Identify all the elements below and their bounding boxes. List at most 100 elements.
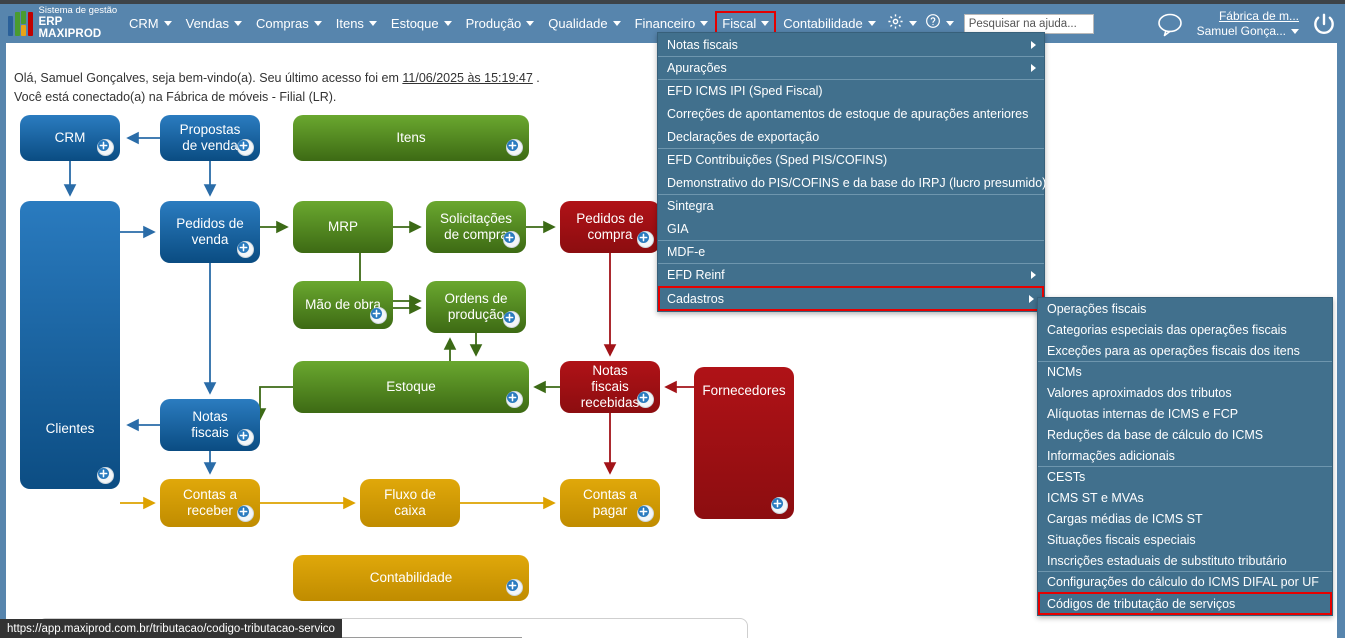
add-plus-icon[interactable] [637, 231, 654, 248]
search-input[interactable] [963, 13, 1094, 34]
cadastros-submenu-item-0[interactable]: Operações fiscais [1038, 298, 1332, 319]
add-plus-icon[interactable] [370, 307, 387, 324]
flow-node-propostas[interactable]: Propostas de venda [160, 115, 260, 161]
user-menu[interactable]: Samuel Gonça... [1197, 24, 1299, 39]
add-plus-icon[interactable] [506, 391, 523, 408]
flow-node-pedidosc[interactable]: Pedidos de compra [560, 201, 660, 253]
add-plus-icon[interactable] [237, 505, 254, 522]
flow-node-mrp[interactable]: MRP [293, 201, 393, 253]
flow-node-contaspag[interactable]: Contas a pagar [560, 479, 660, 527]
menu-item-itens[interactable]: Itens [329, 11, 384, 37]
cadastros-submenu-item-11[interactable]: Situações fiscais especiais [1038, 529, 1332, 550]
cadastros-submenu-item-14[interactable]: Códigos de tributação de serviços [1038, 592, 1332, 615]
flow-node-label: CRM [54, 129, 86, 145]
flow-node-maodeobra[interactable]: Mão de obra [293, 281, 393, 329]
flow-node-contasrec[interactable]: Contas a receber [160, 479, 260, 527]
flow-node-solicit[interactable]: Solicitações de compra [426, 201, 526, 253]
flow-node-fluxo[interactable]: Fluxo de caixa [360, 479, 460, 527]
fiscal-menu-item-10[interactable]: EFD Reinf [658, 263, 1044, 286]
menu-item-financeiro[interactable]: Financeiro [628, 11, 716, 37]
cadastros-submenu-item-2[interactable]: Exceções para as operações fiscais dos i… [1038, 340, 1332, 361]
cadastros-submenu-item-label: Informações adicionais [1047, 448, 1175, 463]
cadastros-submenu-item-13[interactable]: Configurações do cálculo do ICMS DIFAL p… [1038, 571, 1332, 592]
fiscal-menu-item-7[interactable]: Sintegra [658, 194, 1044, 217]
menu-item-compras[interactable]: Compras [249, 11, 329, 37]
menu-item-label: Contabilidade [783, 16, 863, 31]
add-plus-icon[interactable] [97, 467, 114, 484]
menu-item-qualidade[interactable]: Qualidade [541, 11, 627, 37]
flow-node-clientes[interactable]: Clientes [20, 201, 120, 489]
cadastros-submenu-item-10[interactable]: Cargas médias de ICMS ST [1038, 508, 1332, 529]
greeting-line1-post: . [532, 71, 540, 85]
add-plus-icon[interactable] [97, 139, 114, 156]
power-icon[interactable] [1311, 11, 1337, 37]
add-plus-icon[interactable] [637, 391, 654, 408]
flow-node-pedidosv[interactable]: Pedidos de venda [160, 201, 260, 263]
last-access-timestamp: 11/06/2025 às 15:19:47 [402, 71, 533, 85]
menu-item-contabilidade[interactable]: Contabilidade [776, 11, 883, 37]
fiscal-menu-item-11[interactable]: Cadastros [658, 286, 1044, 311]
flow-node-contabil[interactable]: Contabilidade [293, 555, 529, 601]
fiscal-menu-item-9[interactable]: MDF-e [658, 240, 1044, 263]
fiscal-menu-item-2[interactable]: EFD ICMS IPI (Sped Fiscal) [658, 79, 1044, 102]
cadastros-submenu-item-8[interactable]: CESTs [1038, 466, 1332, 487]
cadastros-submenu-item-7[interactable]: Informações adicionais [1038, 445, 1332, 466]
flow-node-fornecedor[interactable]: Fornecedores [694, 367, 794, 519]
add-plus-icon[interactable] [506, 579, 523, 596]
flow-node-notasf[interactable]: Notas fiscais [160, 399, 260, 451]
flow-node-label: Pedidos de compra [576, 210, 644, 242]
flow-node-label: Contas a pagar [582, 486, 638, 518]
add-plus-icon[interactable] [506, 139, 523, 156]
add-plus-icon[interactable] [637, 505, 654, 522]
cadastros-submenu-item-5[interactable]: Alíquotas internas de ICMS e FCP [1038, 403, 1332, 424]
cadastros-submenu-item-6[interactable]: Reduções da base de cálculo do ICMS [1038, 424, 1332, 445]
add-plus-icon[interactable] [771, 497, 788, 514]
fiscal-menu-item-3[interactable]: Correções de apontamentos de estoque de … [658, 102, 1044, 125]
add-plus-icon[interactable] [503, 311, 520, 328]
fiscal-menu-item-label: Correções de apontamentos de estoque de … [667, 106, 1029, 121]
flow-node-label: Notas fiscais [191, 408, 229, 440]
right-rail-scrollbar[interactable] [1337, 43, 1345, 638]
cadastros-submenu-item-1[interactable]: Categorias especiais das operações fisca… [1038, 319, 1332, 340]
cadastros-submenu-item-label: Configurações do cálculo do ICMS DIFAL p… [1047, 575, 1319, 589]
cadastros-submenu-item-label: ICMS ST e MVAs [1047, 490, 1144, 505]
chevron-right-icon [1031, 64, 1036, 72]
flow-node-crm[interactable]: CRM [20, 115, 120, 161]
fiscal-menu-item-6[interactable]: Demonstrativo do PIS/COFINS e da base do… [658, 171, 1046, 194]
flow-node-itens[interactable]: Itens [293, 115, 529, 161]
menu-item-label: CRM [129, 16, 159, 31]
cadastros-submenu-item-12[interactable]: Inscrições estaduais de substituto tribu… [1038, 550, 1332, 571]
cadastros-submenu-item-label: Reduções da base de cálculo do ICMS [1047, 427, 1264, 442]
menu-item-estoque[interactable]: Estoque [384, 11, 459, 37]
cadastros-submenu-item-4[interactable]: Valores aproximados dos tributos [1038, 382, 1332, 403]
add-plus-icon[interactable] [237, 429, 254, 446]
add-plus-icon[interactable] [237, 139, 254, 156]
fiscal-menu-item-label: EFD Reinf [667, 268, 725, 282]
fiscal-menu-item-0[interactable]: Notas fiscais [658, 33, 1044, 56]
menu-item-produo[interactable]: Produção [459, 11, 542, 37]
chat-bubble-icon[interactable] [1155, 11, 1185, 37]
settings-menu[interactable] [883, 11, 921, 37]
help-menu[interactable] [921, 11, 958, 36]
cadastros-submenu-item-label: Valores aproximados dos tributos [1047, 385, 1232, 400]
fiscal-menu-item-8[interactable]: GIA [658, 217, 1044, 240]
company-link[interactable]: Fábrica de m... [1218, 8, 1299, 23]
flow-node-ordens[interactable]: Ordens de produção [426, 281, 526, 333]
fiscal-menu-item-1[interactable]: Apurações [658, 56, 1044, 79]
app-logo[interactable]: Sistema de gestão ERP MAXIPROD [0, 6, 122, 40]
menu-item-crm[interactable]: CRM [122, 11, 179, 37]
cadastros-submenu-item-3[interactable]: NCMs [1038, 361, 1332, 382]
add-plus-icon[interactable] [237, 241, 254, 258]
chevron-down-icon [612, 21, 621, 26]
flow-node-estoque[interactable]: Estoque [293, 361, 529, 413]
flow-node-label: Ordens de produção [444, 290, 508, 322]
menu-item-vendas[interactable]: Vendas [179, 11, 249, 37]
fiscal-menu-item-5[interactable]: EFD Contribuições (Sped PIS/COFINS) [658, 148, 1044, 171]
flow-node-nfrec[interactable]: Notas fiscais recebidas [560, 361, 660, 413]
add-plus-icon[interactable] [503, 231, 520, 248]
cadastros-submenu-item-9[interactable]: ICMS ST e MVAs [1038, 487, 1332, 508]
browser-chrome-strip [0, 0, 1345, 4]
fiscal-menu-item-4[interactable]: Declarações de exportação [658, 125, 1044, 148]
